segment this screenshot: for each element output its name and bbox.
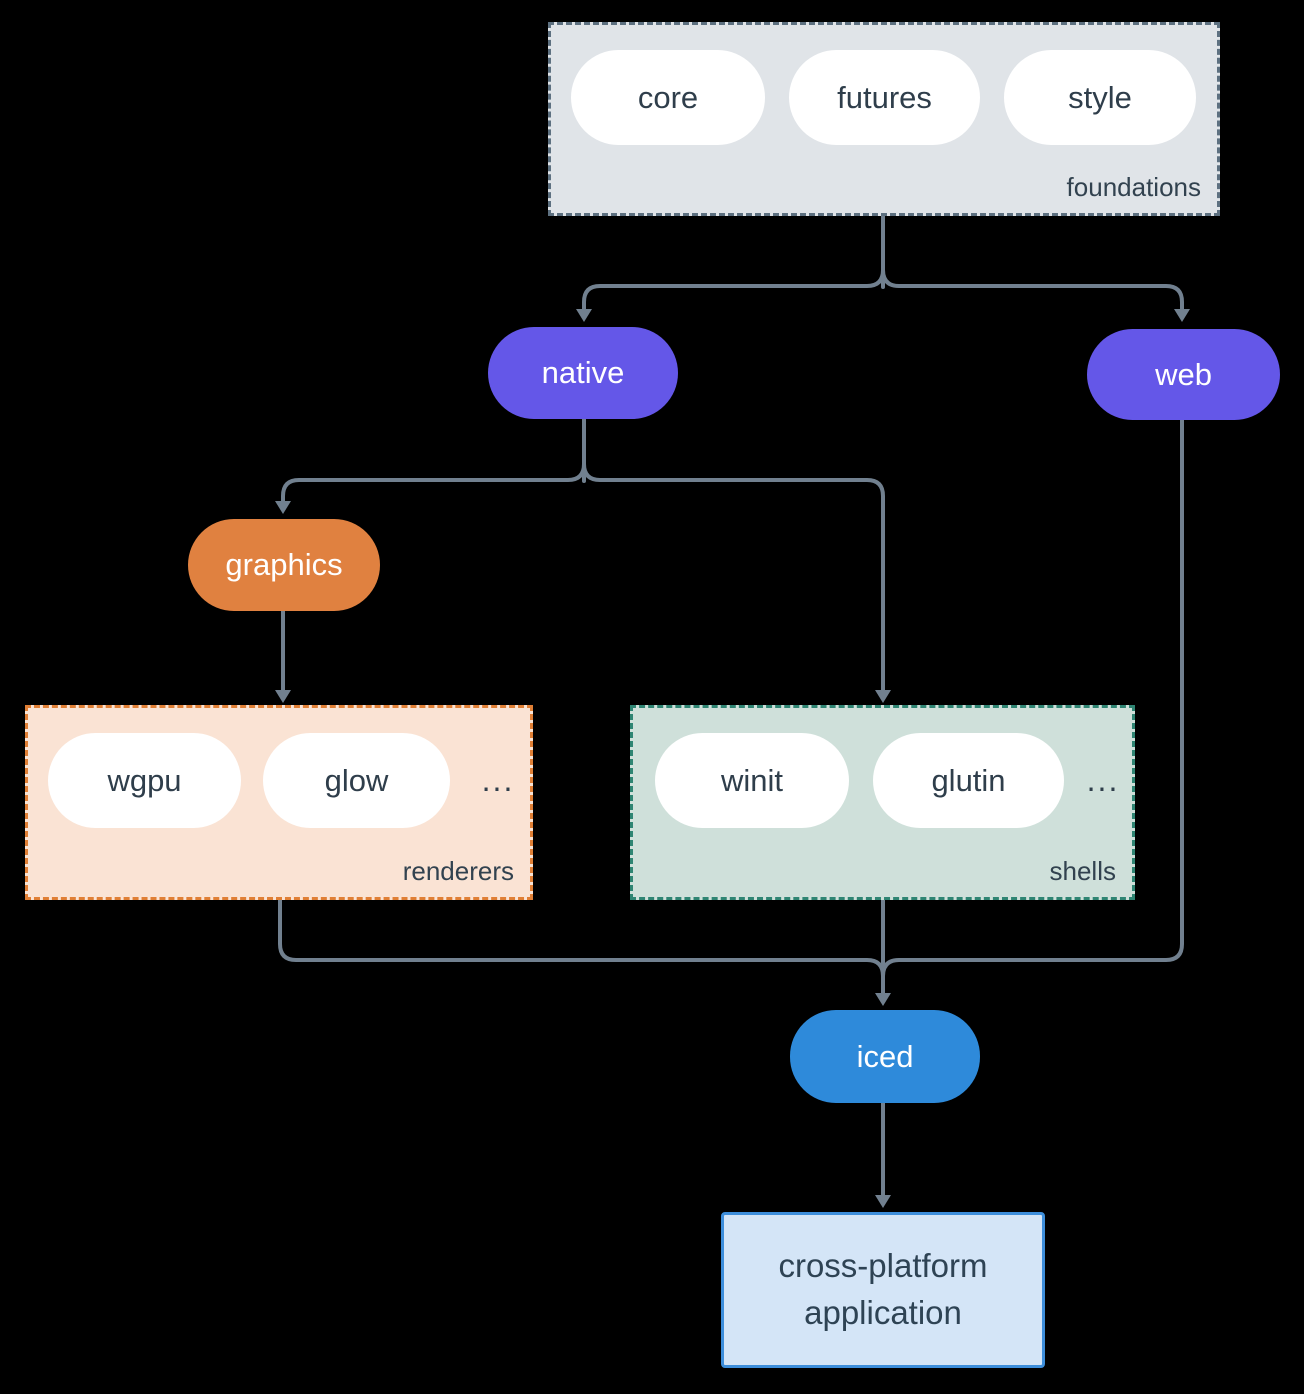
- application-line2: application: [804, 1294, 962, 1331]
- edge-foundations-native: [582, 268, 885, 312]
- pill-winit: winit: [655, 733, 849, 828]
- node-graphics-label: graphics: [225, 547, 343, 582]
- group-shells: winit glutin ... shells: [630, 705, 1135, 900]
- application-line1: cross-platform: [778, 1247, 988, 1285]
- pill-core: core: [571, 50, 765, 145]
- pill-futures: futures: [789, 50, 980, 145]
- pill-style: style: [1004, 50, 1196, 145]
- group-renderers: wgpu glow ... renderers: [25, 705, 533, 900]
- renderers-ellipsis: ...: [481, 762, 515, 798]
- arrowhead-shells: [875, 690, 891, 703]
- node-native-label: native: [541, 355, 625, 390]
- arrowhead-web: [1174, 309, 1190, 322]
- node-iced-label: iced: [856, 1038, 914, 1074]
- arrowhead-iced: [875, 993, 891, 1006]
- node-iced: iced: [790, 1010, 980, 1103]
- arrowhead-native: [576, 309, 592, 322]
- node-native: native: [488, 327, 678, 419]
- node-graphics: graphics: [188, 519, 380, 611]
- group-foundations: core futures style foundations: [548, 22, 1220, 216]
- group-shells-label: shells: [1049, 856, 1116, 886]
- arrowhead-renderers: [275, 690, 291, 703]
- group-renderers-label: renderers: [402, 856, 514, 886]
- pill-futures-label: futures: [837, 79, 932, 115]
- edge-renderers-merge: [278, 898, 885, 978]
- shells-ellipsis: ...: [1086, 762, 1120, 798]
- pill-winit-label: winit: [720, 762, 783, 798]
- pill-style-label: style: [1068, 79, 1132, 115]
- pill-glutin: glutin: [873, 733, 1064, 828]
- node-web-label: web: [1155, 356, 1212, 392]
- pill-wgpu-label: wgpu: [107, 762, 182, 798]
- node-web: web: [1087, 329, 1280, 420]
- application-box: cross-platform application: [721, 1212, 1045, 1368]
- group-foundations-label: foundations: [1066, 172, 1201, 202]
- pill-glow-label: glow: [324, 762, 389, 798]
- edge-native-graphics: [281, 462, 586, 504]
- pill-wgpu: wgpu: [48, 733, 241, 828]
- pill-glutin-label: glutin: [931, 762, 1006, 798]
- pill-glow: glow: [263, 733, 450, 828]
- arrowhead-application: [875, 1195, 891, 1208]
- edge-native-shells: [582, 462, 885, 693]
- pill-core-label: core: [637, 79, 699, 115]
- arrowhead-graphics: [275, 501, 291, 514]
- edge-foundations-web: [881, 268, 1184, 312]
